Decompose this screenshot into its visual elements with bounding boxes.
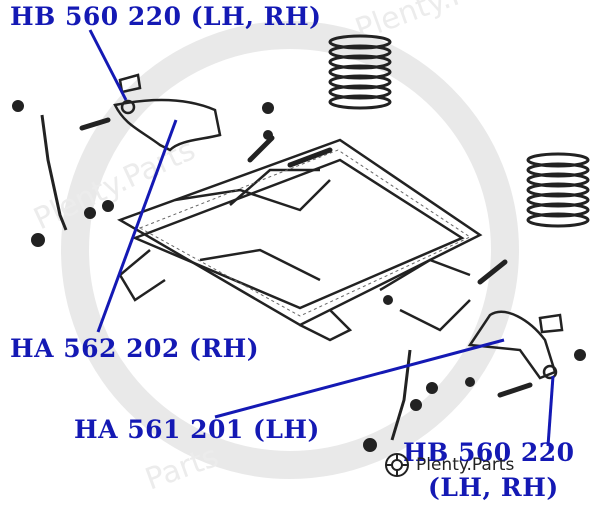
svg-text:Plenty.Parts: Plenty.Parts bbox=[351, 0, 526, 48]
plenty-parts-logo: Plenty.Parts bbox=[384, 452, 514, 478]
right-control-arm bbox=[467, 310, 564, 380]
stabilizer-link-right bbox=[363, 349, 438, 452]
leader-lines bbox=[88, 29, 555, 447]
subframe-shading bbox=[138, 149, 472, 317]
left-control-arm bbox=[113, 73, 222, 152]
part-label-rh: HA 562 202 (RH) bbox=[10, 334, 260, 363]
part-label-bottom-right-line1: HB 560 220 bbox=[403, 438, 575, 467]
nuts bbox=[262, 102, 586, 387]
stabilizer-link-left bbox=[12, 100, 114, 247]
subframe bbox=[117, 138, 483, 342]
coil-spring-right bbox=[526, 152, 590, 228]
part-label-top: HB 560 220 (LH, RH) bbox=[10, 2, 322, 31]
logo-text: Plenty.Parts bbox=[416, 455, 515, 475]
coil-spring-left bbox=[328, 34, 392, 110]
bolts bbox=[79, 117, 533, 398]
watermark bbox=[61, 21, 519, 479]
part-label-bottom-right-line2: (LH, RH) bbox=[428, 473, 559, 502]
gear-logo-icon bbox=[385, 453, 409, 477]
part-label-lh: HA 561 201 (LH) bbox=[74, 415, 320, 444]
